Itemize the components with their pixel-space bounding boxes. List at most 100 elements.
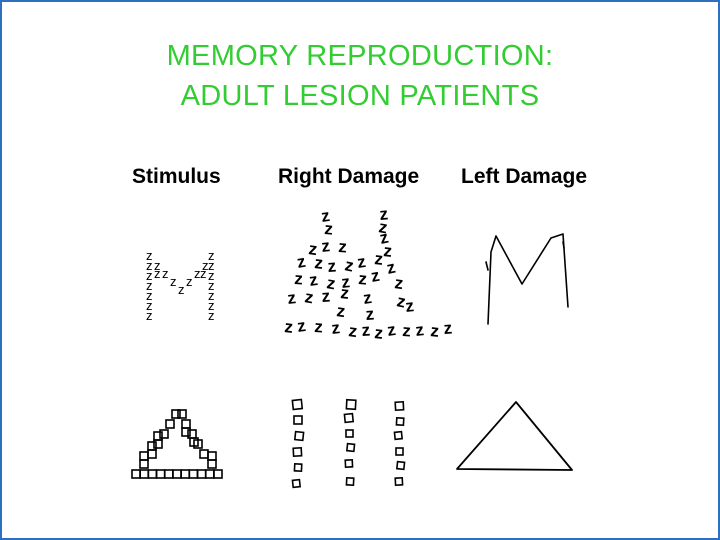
drawn-letter: z — [208, 298, 215, 313]
left-damage-triangle-figure — [456, 401, 573, 471]
right-damage-triangle-figure — [291, 398, 406, 489]
drawn-letter: z — [284, 317, 294, 337]
drawn-square — [207, 451, 217, 461]
drawn-square — [165, 419, 175, 429]
drawn-square — [393, 430, 404, 441]
drawn-square — [345, 398, 357, 411]
drawn-letter: z — [365, 304, 375, 324]
drawn-square — [147, 469, 158, 479]
drawn-letter: z — [146, 278, 153, 293]
drawn-letter: z — [430, 321, 440, 341]
left-damage-m-figure — [485, 233, 569, 325]
drawn-square — [188, 469, 199, 479]
drawn-letter: z — [303, 287, 315, 307]
drawn-letter: z — [374, 249, 384, 269]
drawn-square — [171, 409, 181, 419]
drawn-letter: z — [340, 283, 350, 303]
drawn-square — [147, 441, 157, 451]
drawn-letter: z — [308, 270, 319, 290]
drawn-square — [292, 446, 303, 458]
drawn-square — [177, 409, 187, 419]
drawn-letter: z — [358, 269, 368, 289]
drawn-letter: z — [200, 266, 207, 281]
slide-title: MEMORY REPRODUCTION: ADULT LESION PATIEN… — [2, 36, 718, 116]
drawn-letter: z — [208, 258, 215, 273]
drawn-square — [139, 459, 149, 469]
drawn-square — [345, 429, 354, 438]
drawn-letter: z — [320, 206, 331, 226]
drawn-letter: z — [320, 236, 330, 256]
drawn-letter: z — [208, 278, 215, 293]
drawn-square — [291, 398, 304, 411]
drawn-square — [394, 400, 405, 412]
drawn-letter: z — [330, 318, 340, 338]
drawn-letter: z — [208, 268, 215, 283]
drawn-letter: z — [294, 269, 304, 289]
drawn-square — [344, 458, 354, 469]
drawn-square — [293, 430, 305, 442]
drawn-square — [153, 431, 163, 441]
drawn-letter: z — [335, 301, 346, 321]
drawn-letter: z — [383, 241, 393, 261]
drawn-letter: z — [296, 316, 307, 336]
drawn-letter: z — [343, 255, 355, 275]
drawn-square — [205, 469, 215, 479]
drawn-square — [395, 447, 404, 456]
column-header-left-damage: Left Damage — [461, 165, 588, 188]
drawn-square — [147, 449, 157, 459]
column-header-stimulus: Stimulus — [132, 165, 221, 188]
drawn-letter: z — [374, 323, 384, 343]
drawn-square — [293, 462, 303, 473]
drawn-square — [164, 469, 174, 479]
drawn-square — [207, 459, 217, 469]
drawn-letter: z — [208, 308, 215, 323]
drawn-square — [131, 469, 141, 479]
title-line-1: MEMORY REPRODUCTION: — [166, 40, 554, 72]
drawn-letter: z — [443, 318, 453, 338]
drawn-square — [139, 451, 149, 461]
drawn-letter: z — [327, 256, 337, 276]
drawn-letter: z — [377, 217, 389, 237]
stimulus-triangle-figure — [131, 409, 223, 479]
drawn-letter: z — [385, 258, 397, 278]
drawn-letter: z — [186, 274, 193, 289]
drawn-square — [181, 419, 191, 429]
drawn-square — [395, 416, 405, 427]
drawn-square — [172, 469, 182, 479]
drawn-letter: z — [378, 228, 390, 248]
drawn-square — [213, 469, 223, 479]
drawn-letter: z — [386, 320, 397, 340]
drawn-letter: z — [178, 282, 185, 297]
drawn-square — [180, 469, 190, 479]
drawn-letter: z — [194, 266, 201, 281]
drawn-letter: z — [154, 266, 161, 281]
drawn-letter: z — [395, 291, 407, 311]
drawn-letter: z — [414, 320, 424, 340]
drawn-square — [139, 469, 149, 479]
drawn-square — [345, 442, 356, 453]
drawn-letter: z — [321, 286, 331, 306]
drawn-letter: z — [162, 266, 169, 281]
drawn-square — [159, 429, 169, 439]
drawn-letter: z — [356, 252, 367, 272]
drawn-letter: z — [208, 288, 215, 303]
drawn-letter: z — [347, 321, 358, 341]
drawn-letter: z — [208, 248, 215, 263]
drawn-square — [155, 469, 166, 479]
drawn-letter: z — [314, 317, 324, 337]
drawn-square — [394, 476, 404, 487]
drawn-letter: z — [202, 258, 209, 273]
drawn-letter: z — [146, 268, 153, 283]
drawn-letter: z — [307, 239, 318, 259]
drawn-square — [199, 449, 209, 459]
drawn-letter: z — [286, 288, 296, 308]
drawn-letter: z — [146, 258, 153, 273]
drawn-square — [343, 412, 355, 424]
drawn-letter: z — [170, 274, 177, 289]
drawn-letter: z — [325, 273, 337, 293]
drawn-letter: z — [361, 320, 371, 340]
